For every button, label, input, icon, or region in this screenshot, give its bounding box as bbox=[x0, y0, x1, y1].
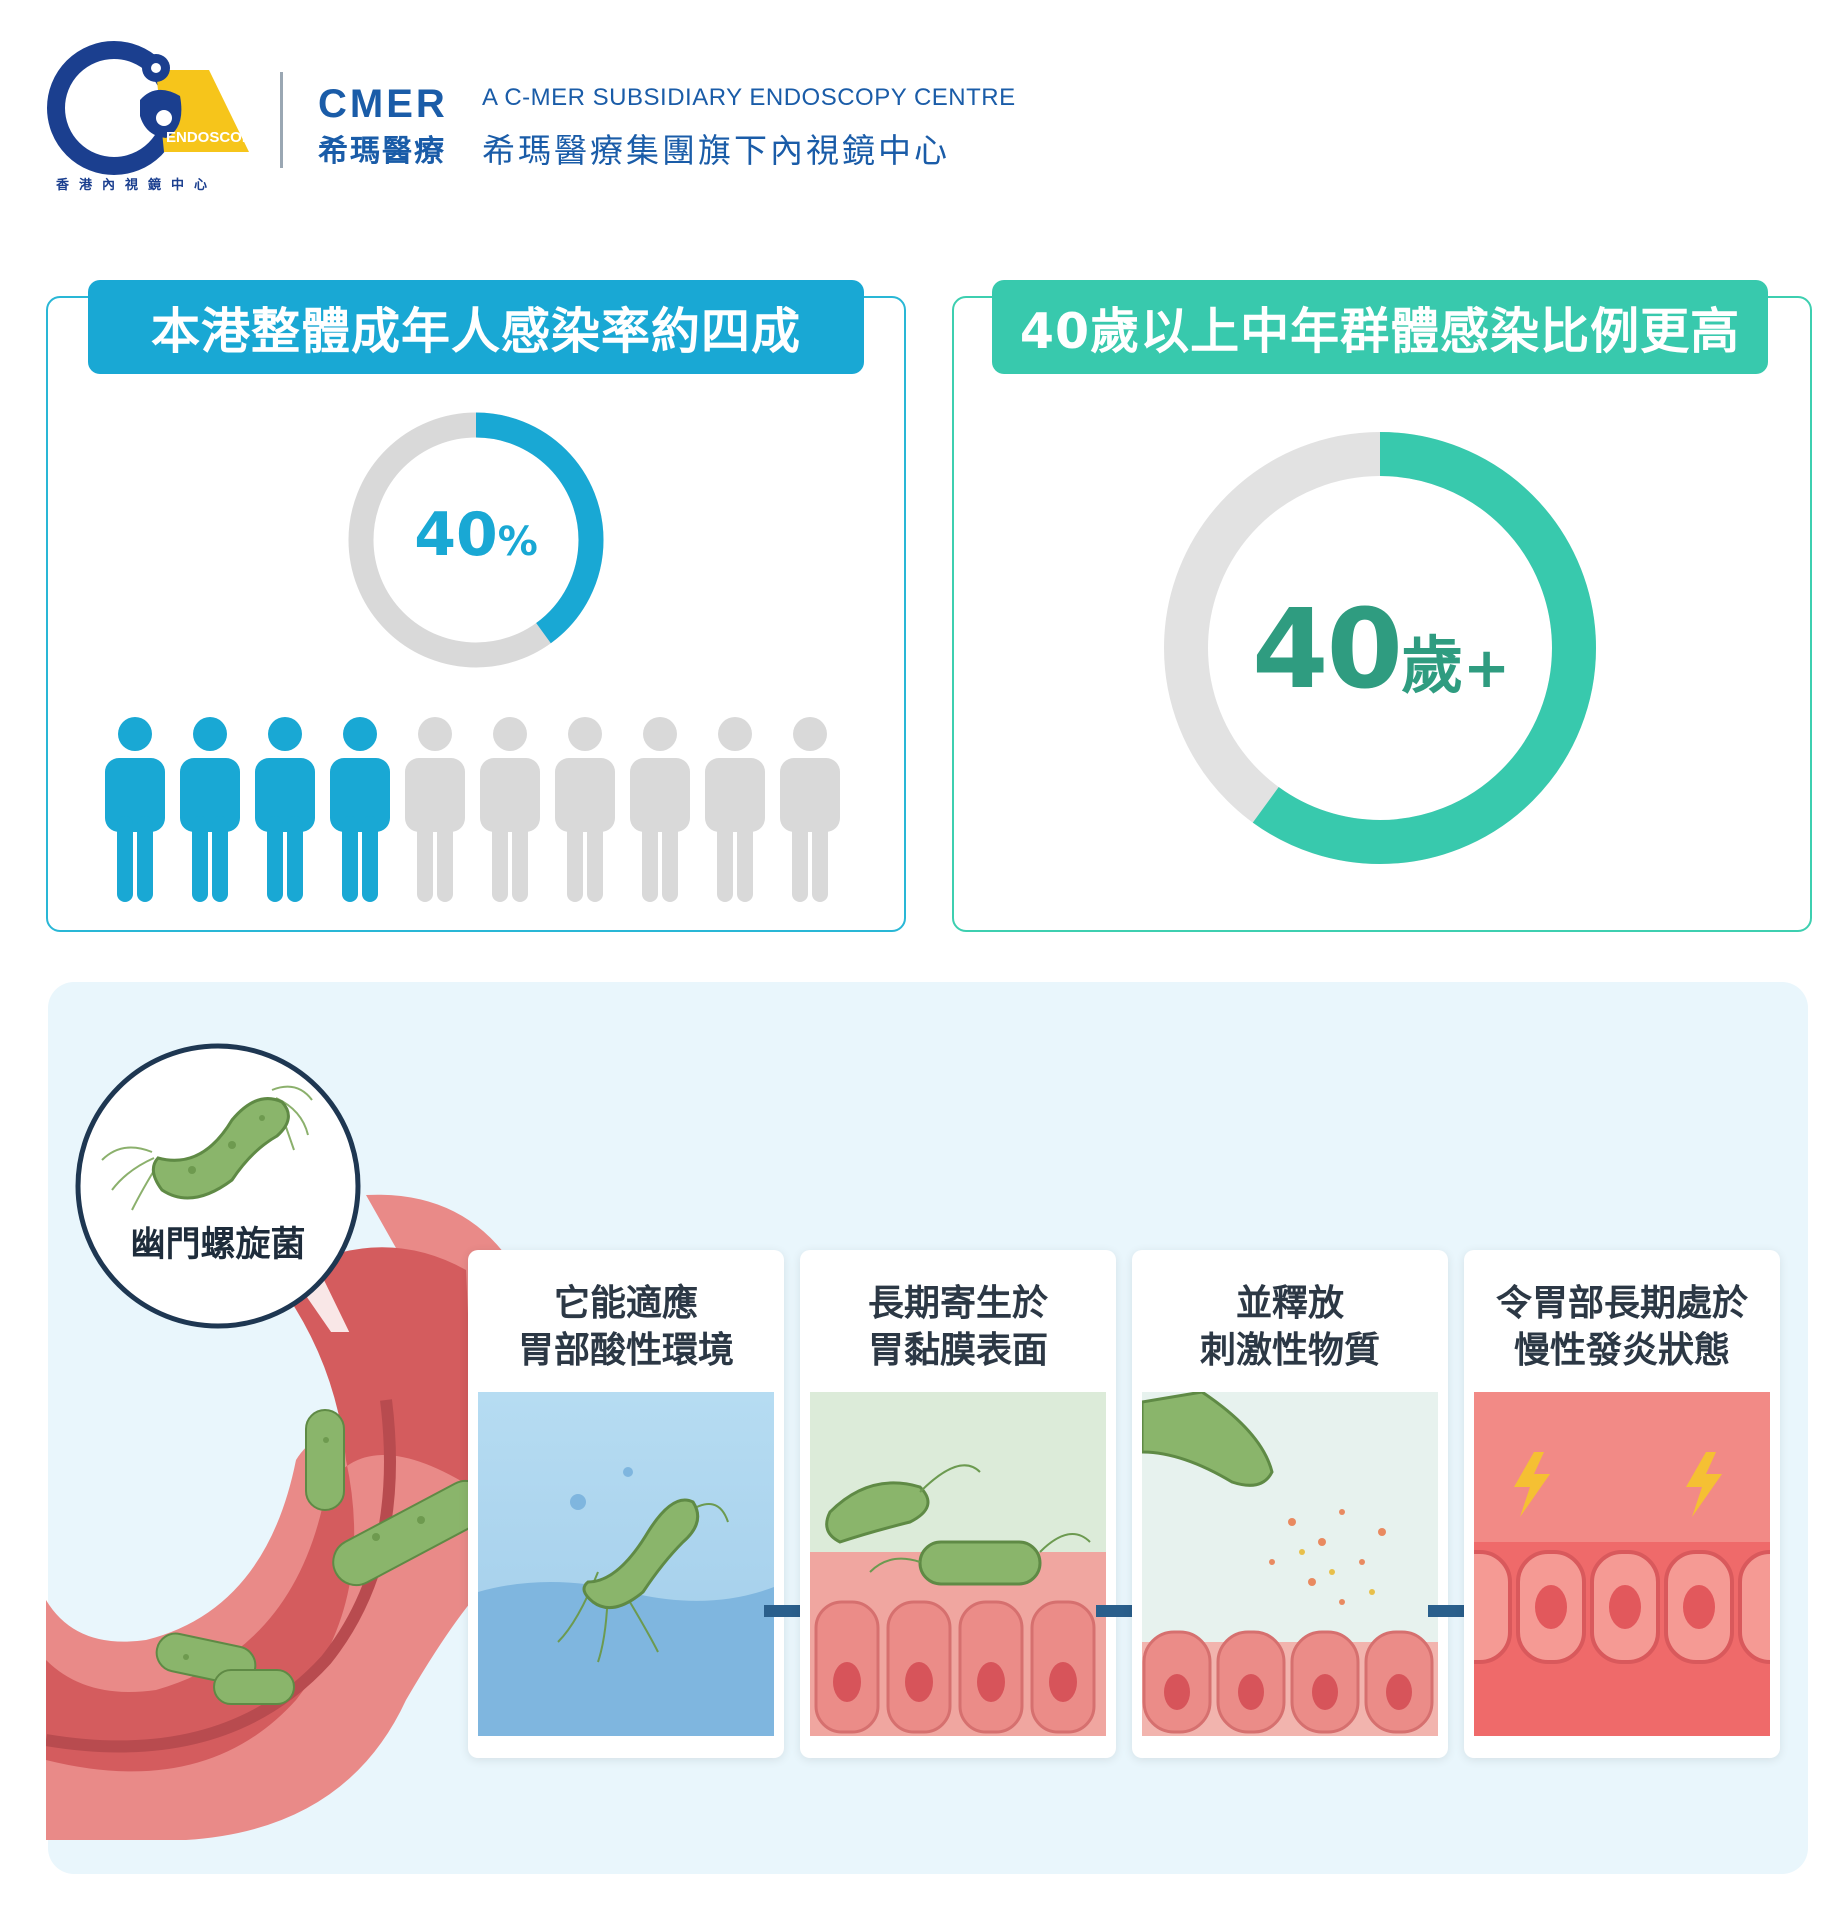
lightning-icon bbox=[1514, 1452, 1550, 1517]
subsidiary-tagline-zh: 希瑪醫療集團旗下內視鏡中心 bbox=[482, 131, 950, 170]
step-title-line1: 令胃部長期處於 bbox=[1495, 1283, 1748, 1324]
acid-adaptation-illustration bbox=[478, 1392, 774, 1736]
mucosa-colonization-illustration bbox=[810, 1392, 1106, 1736]
cmer-chinese-name: 希瑪醫療 bbox=[318, 134, 446, 169]
person-icon-infected bbox=[330, 717, 390, 902]
middle-age-value: 40歲+ bbox=[1180, 585, 1580, 713]
middle-age-ring bbox=[1164, 432, 1596, 864]
hk-endoscopy-logo: ENDOSCOPY CENTRE bbox=[44, 40, 327, 190]
people-icon-row bbox=[105, 717, 840, 902]
person-icon-infected bbox=[105, 717, 165, 902]
adult-infection-percent: 40% bbox=[344, 500, 608, 570]
cmer-wordmark: CMER bbox=[318, 82, 448, 126]
middle-age-title: 40歲以上中年群體感染比例更高 bbox=[992, 280, 1768, 374]
step-title-line1: 它能適應 bbox=[553, 1283, 698, 1324]
ring-progress bbox=[1164, 432, 1596, 864]
percent-value: 40 bbox=[414, 500, 498, 570]
person-icon-infected bbox=[180, 717, 240, 902]
age-number: 40 bbox=[1251, 585, 1403, 713]
stomach-illustration bbox=[46, 1194, 516, 1840]
step-title-line2: 刺激性物質 bbox=[1199, 1330, 1380, 1371]
adult-infection-ring bbox=[348, 412, 604, 668]
chronic-inflammation-illustration bbox=[1474, 1392, 1770, 1736]
step-title-line2: 胃部酸性環境 bbox=[517, 1330, 734, 1371]
percent-unit: % bbox=[497, 519, 538, 565]
step-title: 並釋放 刺激性物質 bbox=[1132, 1280, 1448, 1374]
step-card-2: 長期寄生於 胃黏膜表面 bbox=[800, 1250, 1116, 1758]
ring-progress bbox=[348, 412, 604, 668]
bacterium-label: 幽門螺旋菌 bbox=[130, 1225, 306, 1265]
step-title: 它能適應 胃部酸性環境 bbox=[468, 1280, 784, 1374]
age-unit: 歲 bbox=[1401, 629, 1464, 702]
header-divider bbox=[280, 72, 283, 168]
bacterium-zoom-circle bbox=[75, 1043, 361, 1332]
hk-logo-caption: 香港內視鏡中心 bbox=[56, 178, 218, 193]
lightning-icon bbox=[1686, 1452, 1722, 1517]
person-icon bbox=[780, 717, 840, 902]
person-icon bbox=[480, 717, 540, 902]
toxin-release-illustration bbox=[1142, 1392, 1438, 1736]
hk-logo-text: ENDOSCOPY CENTRE bbox=[166, 129, 264, 146]
step-title-line1: 長期寄生於 bbox=[867, 1283, 1048, 1324]
person-icon bbox=[405, 717, 465, 902]
step-title-line1: 並釋放 bbox=[1235, 1283, 1344, 1324]
person-icon bbox=[630, 717, 690, 902]
step-card-1: 它能適應 胃部酸性環境 bbox=[468, 1250, 784, 1758]
step-card-3: 並釋放 刺激性物質 bbox=[1132, 1250, 1448, 1758]
person-icon bbox=[555, 717, 615, 902]
person-icon-infected bbox=[255, 717, 315, 902]
step-title: 長期寄生於 胃黏膜表面 bbox=[800, 1280, 1116, 1374]
step-title-line2: 胃黏膜表面 bbox=[867, 1330, 1048, 1371]
step-title: 令胃部長期處於 慢性發炎狀態 bbox=[1464, 1280, 1780, 1374]
step-card-4: 令胃部長期處於 慢性發炎狀態 bbox=[1464, 1250, 1780, 1758]
subsidiary-tagline-en: A C-MER SUBSIDIARY ENDOSCOPY CENTRE bbox=[482, 84, 1016, 111]
adult-infection-title: 本港整體成年人感染率約四成 bbox=[88, 280, 864, 374]
age-suffix: + bbox=[1463, 636, 1510, 701]
step-title-line2: 慢性發炎狀態 bbox=[1513, 1330, 1730, 1371]
person-icon bbox=[705, 717, 765, 902]
